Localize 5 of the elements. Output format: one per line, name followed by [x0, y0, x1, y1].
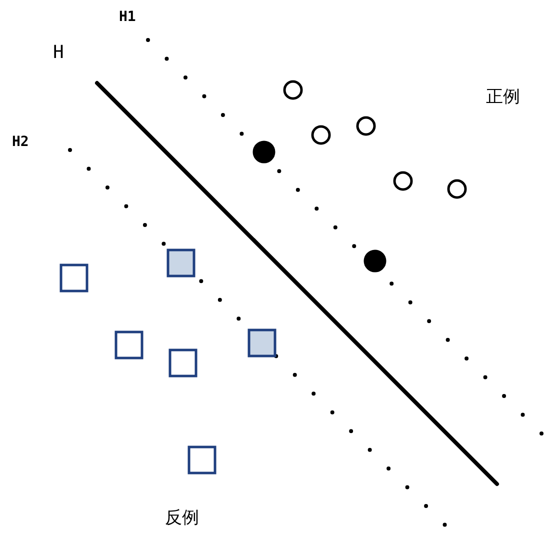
class-label: 正例 [486, 89, 520, 106]
class-label: 反例 [165, 510, 199, 527]
line-label: H [53, 44, 64, 62]
line-label: H1 [119, 10, 136, 24]
line-label: H2 [12, 135, 29, 149]
